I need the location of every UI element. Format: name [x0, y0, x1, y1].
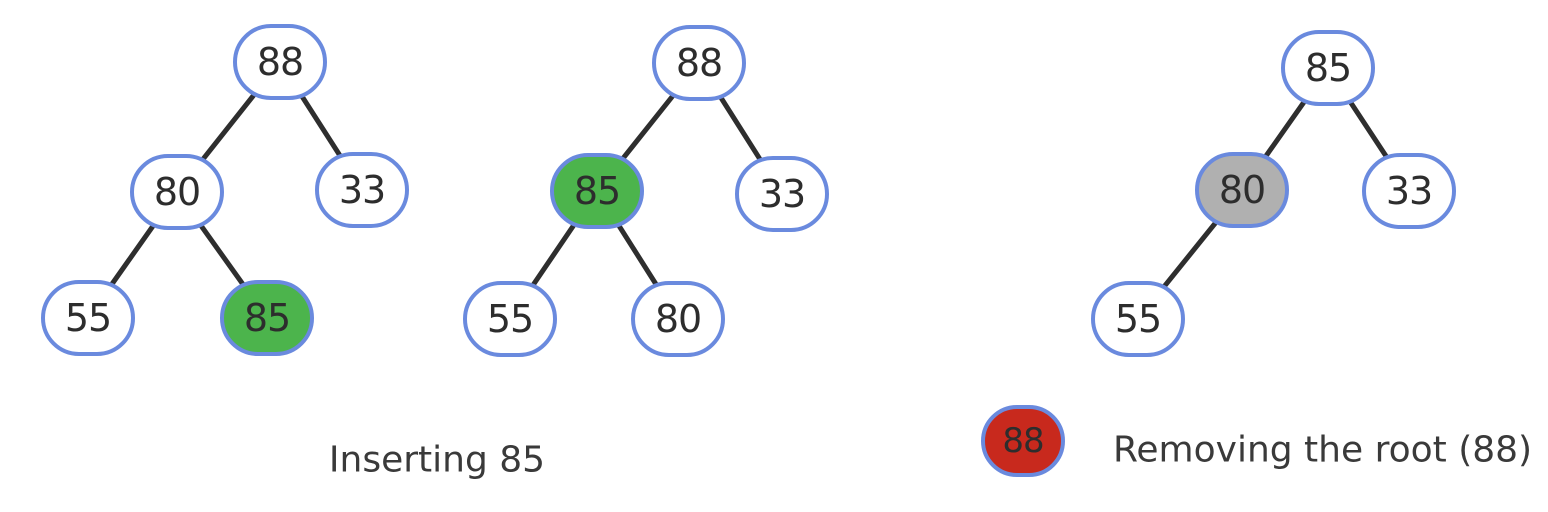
tree-node-remove-after-33: 33 — [1362, 153, 1456, 229]
tree-node-insert-after-88: 88 — [652, 25, 746, 101]
legend-removed-node: 88 — [981, 405, 1065, 477]
tree-node-insert-before-80: 80 — [130, 154, 224, 230]
tree-node-insert-before-55: 55 — [41, 280, 135, 356]
tree-node-insert-before-88: 88 — [233, 24, 327, 100]
tree-node-insert-after-55: 55 — [463, 281, 557, 357]
caption-removing: Removing the root (88) — [1113, 429, 1533, 471]
tree-node-remove-after-80: 80 — [1195, 152, 1289, 228]
tree-node-remove-after-85: 85 — [1281, 30, 1375, 106]
tree-node-insert-after-80: 80 — [631, 281, 725, 357]
tree-node-insert-before-33: 33 — [315, 152, 409, 228]
tree-node-insert-after-33: 33 — [735, 156, 829, 232]
caption-inserting: Inserting 85 — [328, 439, 546, 481]
tree-node-insert-after-85: 85 — [550, 153, 644, 229]
tree-node-remove-after-55: 55 — [1091, 281, 1185, 357]
tree-node-insert-before-85: 85 — [220, 280, 314, 356]
